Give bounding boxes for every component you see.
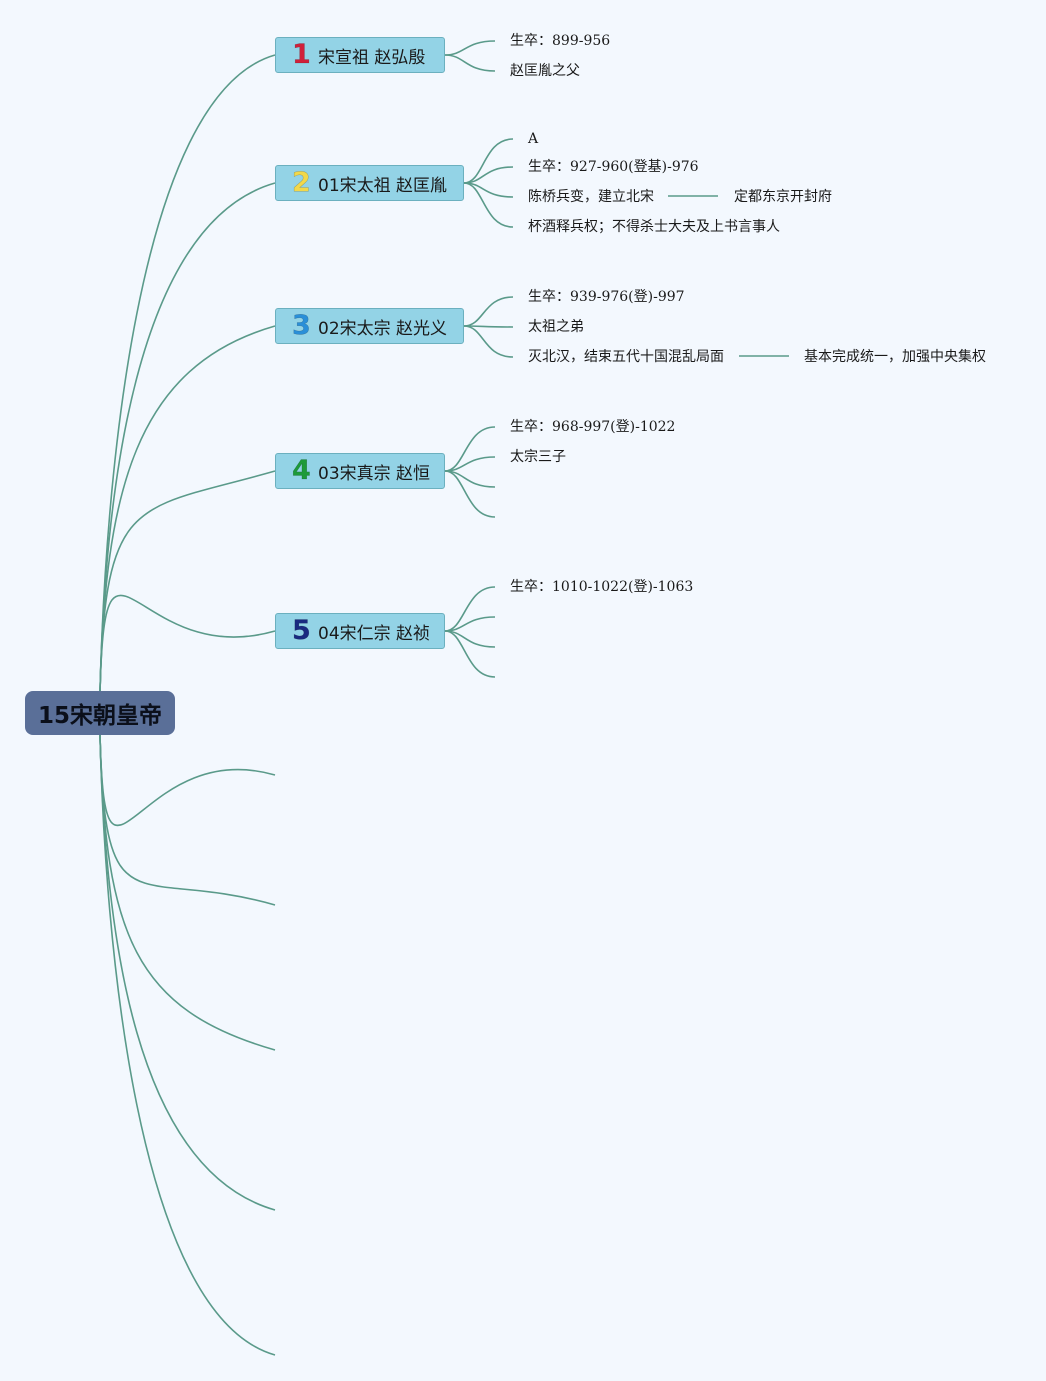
emperor-topic-4[interactable]: 4 03宋真宗 赵恒: [275, 453, 445, 489]
emperor-topic-3[interactable]: 3 02宋太宗 赵光义: [275, 308, 464, 344]
root-branch-line: [99, 182, 276, 693]
root-branch-line: [99, 734, 276, 1211]
detail-item[interactable]: 灭北汉，结束五代十国混乱局面: [528, 349, 724, 365]
emperor-name: 02宋太宗 赵光义: [318, 318, 448, 339]
emperor-topic-1[interactable]: 1 宋宣祖 赵弘殷: [275, 37, 445, 73]
number-1-icon: 1: [292, 39, 311, 71]
detail-item[interactable]: 陈桥兵变，建立北宋: [528, 189, 654, 205]
detail-branch-line: [444, 426, 496, 472]
detail-branch-line: [463, 138, 514, 184]
emperor-topic-5[interactable]: 5 04宋仁宗 赵祯: [275, 613, 445, 649]
detail-item[interactable]: 生卒：899-956: [510, 33, 611, 49]
detail-branch-line: [444, 630, 496, 678]
emperor-name: 03宋真宗 赵恒: [318, 463, 431, 484]
detail-branch-line: [444, 54, 496, 72]
root-branch-line: [99, 734, 276, 906]
emperor-name: 01宋太祖 赵匡胤: [318, 175, 448, 196]
number-3-icon: 3: [292, 310, 311, 342]
detail-branch-line: [444, 40, 496, 56]
detail-branch-line: [463, 296, 514, 327]
detail-item[interactable]: 太祖之弟: [528, 319, 584, 335]
detail-item[interactable]: 太宗三子: [510, 449, 566, 465]
detail-branch-line: [444, 470, 496, 518]
detail-branch-line: [444, 586, 496, 632]
root-branch-line: [99, 734, 276, 827]
root-topic[interactable]: 15宋朝皇帝: [25, 691, 175, 735]
root-branch-line: [99, 594, 276, 693]
detail-item[interactable]: 杯酒释兵权；不得杀士大夫及上书言事人: [528, 219, 780, 235]
root-branch-line: [99, 470, 276, 693]
detail-item[interactable]: 赵匡胤之父: [510, 63, 580, 79]
emperor-name: 宋宣祖 赵弘殷: [318, 47, 426, 68]
root-branch-line: [99, 734, 276, 1051]
detail-branch-line: [463, 325, 514, 358]
root-topic-label: 15宋朝皇帝: [37, 703, 162, 729]
detail-item[interactable]: 生卒：1010-1022(登)-1063: [510, 579, 694, 595]
root-branch-line: [99, 734, 276, 1356]
number-5-icon: 5: [292, 615, 311, 647]
detail-branch-line: [463, 182, 514, 228]
detail-item[interactable]: 生卒：968-997(登)-1022: [510, 419, 676, 435]
emperor-name: 04宋仁宗 赵祯: [318, 623, 431, 644]
detail-item[interactable]: 生卒：939-976(登)-997: [528, 289, 685, 305]
detail-item[interactable]: 生卒：927-960(登基)-976: [528, 159, 699, 175]
sub-detail-item[interactable]: 基本完成统一，加强中央集权: [804, 349, 986, 365]
number-4-icon: 4: [292, 455, 311, 487]
emperor-topic-2[interactable]: 2 01宋太祖 赵匡胤: [275, 165, 464, 201]
sub-detail-item[interactable]: 定都东京开封府: [734, 189, 832, 205]
root-branch-line: [99, 325, 276, 693]
detail-item[interactable]: A: [528, 131, 539, 147]
number-2-icon: 2: [292, 167, 311, 199]
